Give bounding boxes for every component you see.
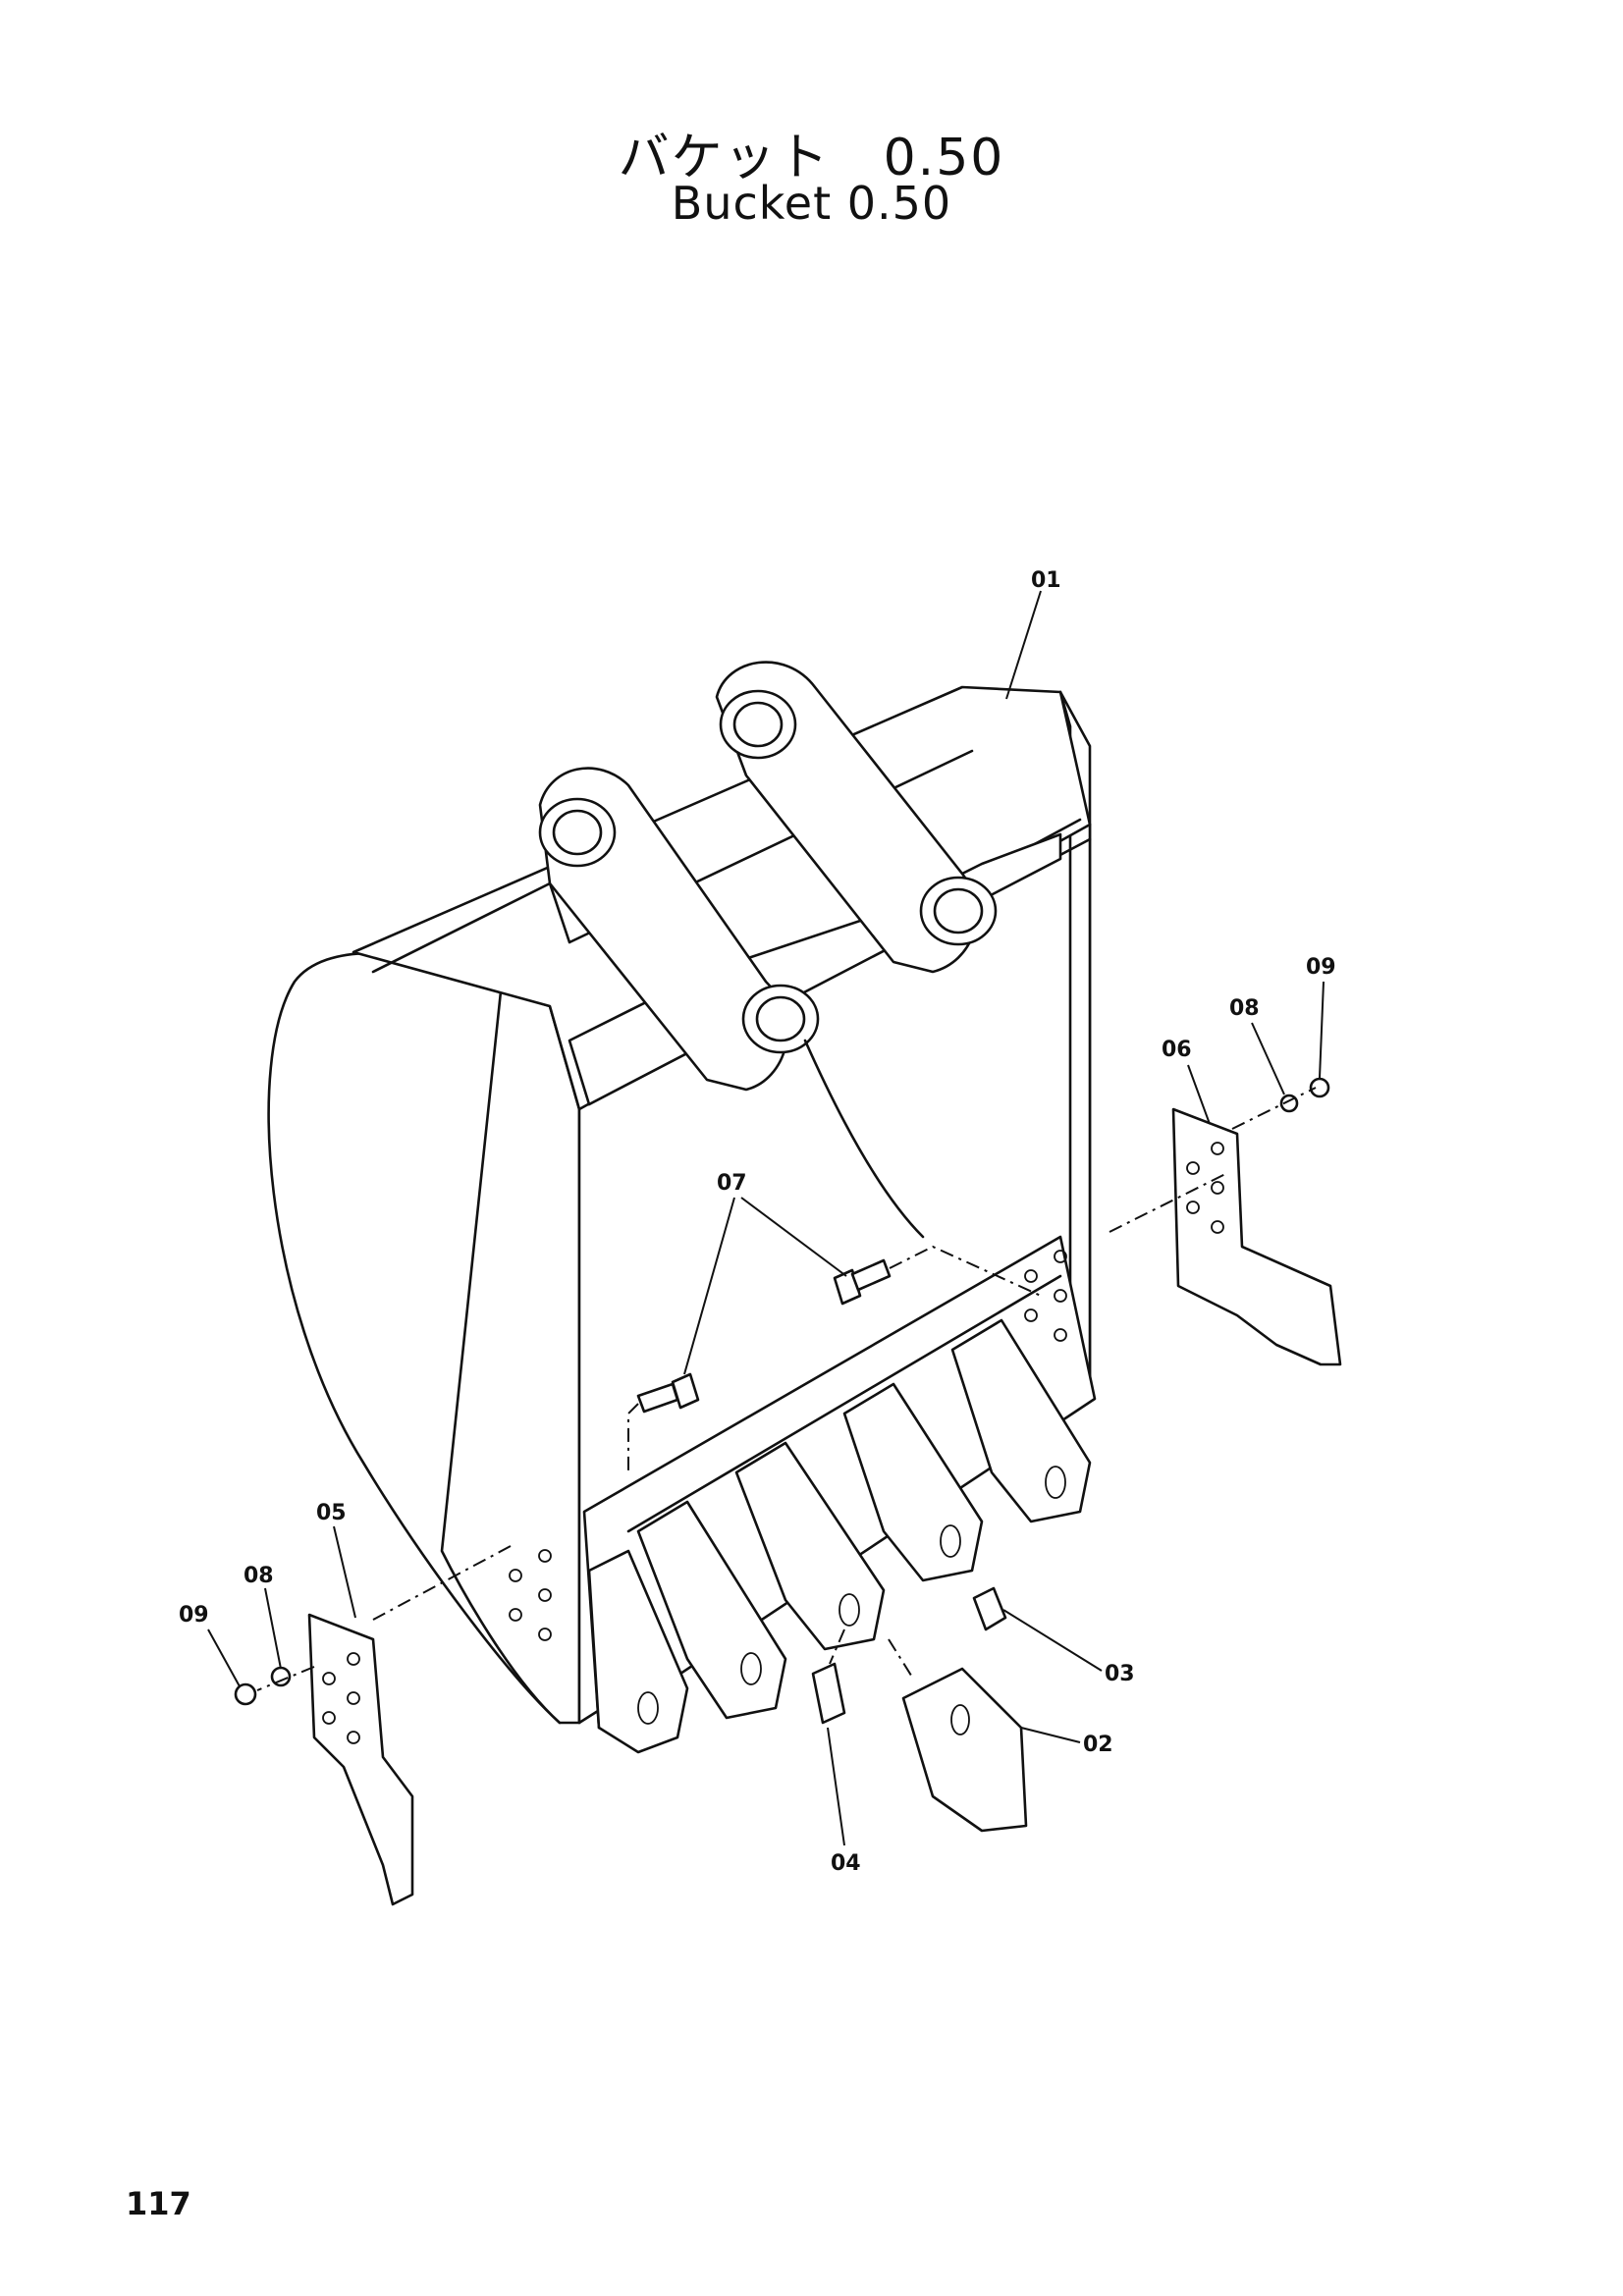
side-cutter-right [1171, 1077, 1342, 1366]
pin-boss-3 [919, 876, 998, 946]
pin-boss-1 [538, 797, 617, 868]
bolt-upper [833, 1258, 892, 1306]
leader-07a [740, 1197, 847, 1277]
callout-02: 02 [1083, 1733, 1113, 1757]
leader-01 [1005, 590, 1042, 700]
assembly-line-right [1109, 1172, 1228, 1233]
assembly-line-left [372, 1545, 512, 1621]
leader-02 [1020, 1727, 1081, 1743]
leader-09-right [1319, 981, 1325, 1079]
callout-06: 06 [1162, 1038, 1192, 1062]
leader-08-right [1251, 1022, 1285, 1095]
callout-09-right: 09 [1306, 955, 1336, 980]
bolt-lower [636, 1372, 700, 1414]
assembly-line-left-nut [256, 1666, 315, 1691]
exploded-pin [972, 1586, 1007, 1631]
leader-08-left [264, 1587, 282, 1670]
page-number: 117 [126, 2185, 191, 2222]
assembly-line-right-nut [1231, 1087, 1317, 1130]
callout-04: 04 [831, 1851, 861, 1876]
leader-06 [1187, 1064, 1211, 1125]
leader-05 [333, 1525, 356, 1619]
leader-04 [827, 1727, 845, 1846]
assembly-line-lock [829, 1629, 845, 1665]
assembly-line-bolt-lower [627, 1403, 639, 1472]
callout-09-left: 09 [179, 1603, 209, 1628]
callout-05: 05 [316, 1501, 347, 1525]
lug-curve-line [803, 1039, 925, 1239]
exploded-tooth [901, 1667, 1028, 1833]
assembly-line-bolt-upper [889, 1245, 1042, 1297]
leader-03 [1002, 1609, 1103, 1672]
page-title-english: Bucket 0.50 [671, 177, 952, 230]
pin-boss-4 [741, 984, 820, 1054]
callout-08-right: 08 [1229, 996, 1260, 1021]
callout-01: 01 [1031, 568, 1061, 593]
leader-09-left [207, 1629, 241, 1687]
callout-08-left: 08 [243, 1564, 274, 1588]
callout-03: 03 [1105, 1662, 1135, 1686]
leader-07b [683, 1197, 735, 1375]
mounted-teeth [587, 1318, 1092, 1754]
assembly-line-tooth [888, 1638, 914, 1680]
side-cutter-left [234, 1613, 414, 1906]
pin-boss-2 [719, 689, 797, 760]
page-title-japanese: バケット 0.50 [618, 129, 1005, 187]
callout-07: 07 [717, 1171, 747, 1196]
exploded-lock [811, 1662, 846, 1725]
bucket-body [267, 661, 1097, 1730]
